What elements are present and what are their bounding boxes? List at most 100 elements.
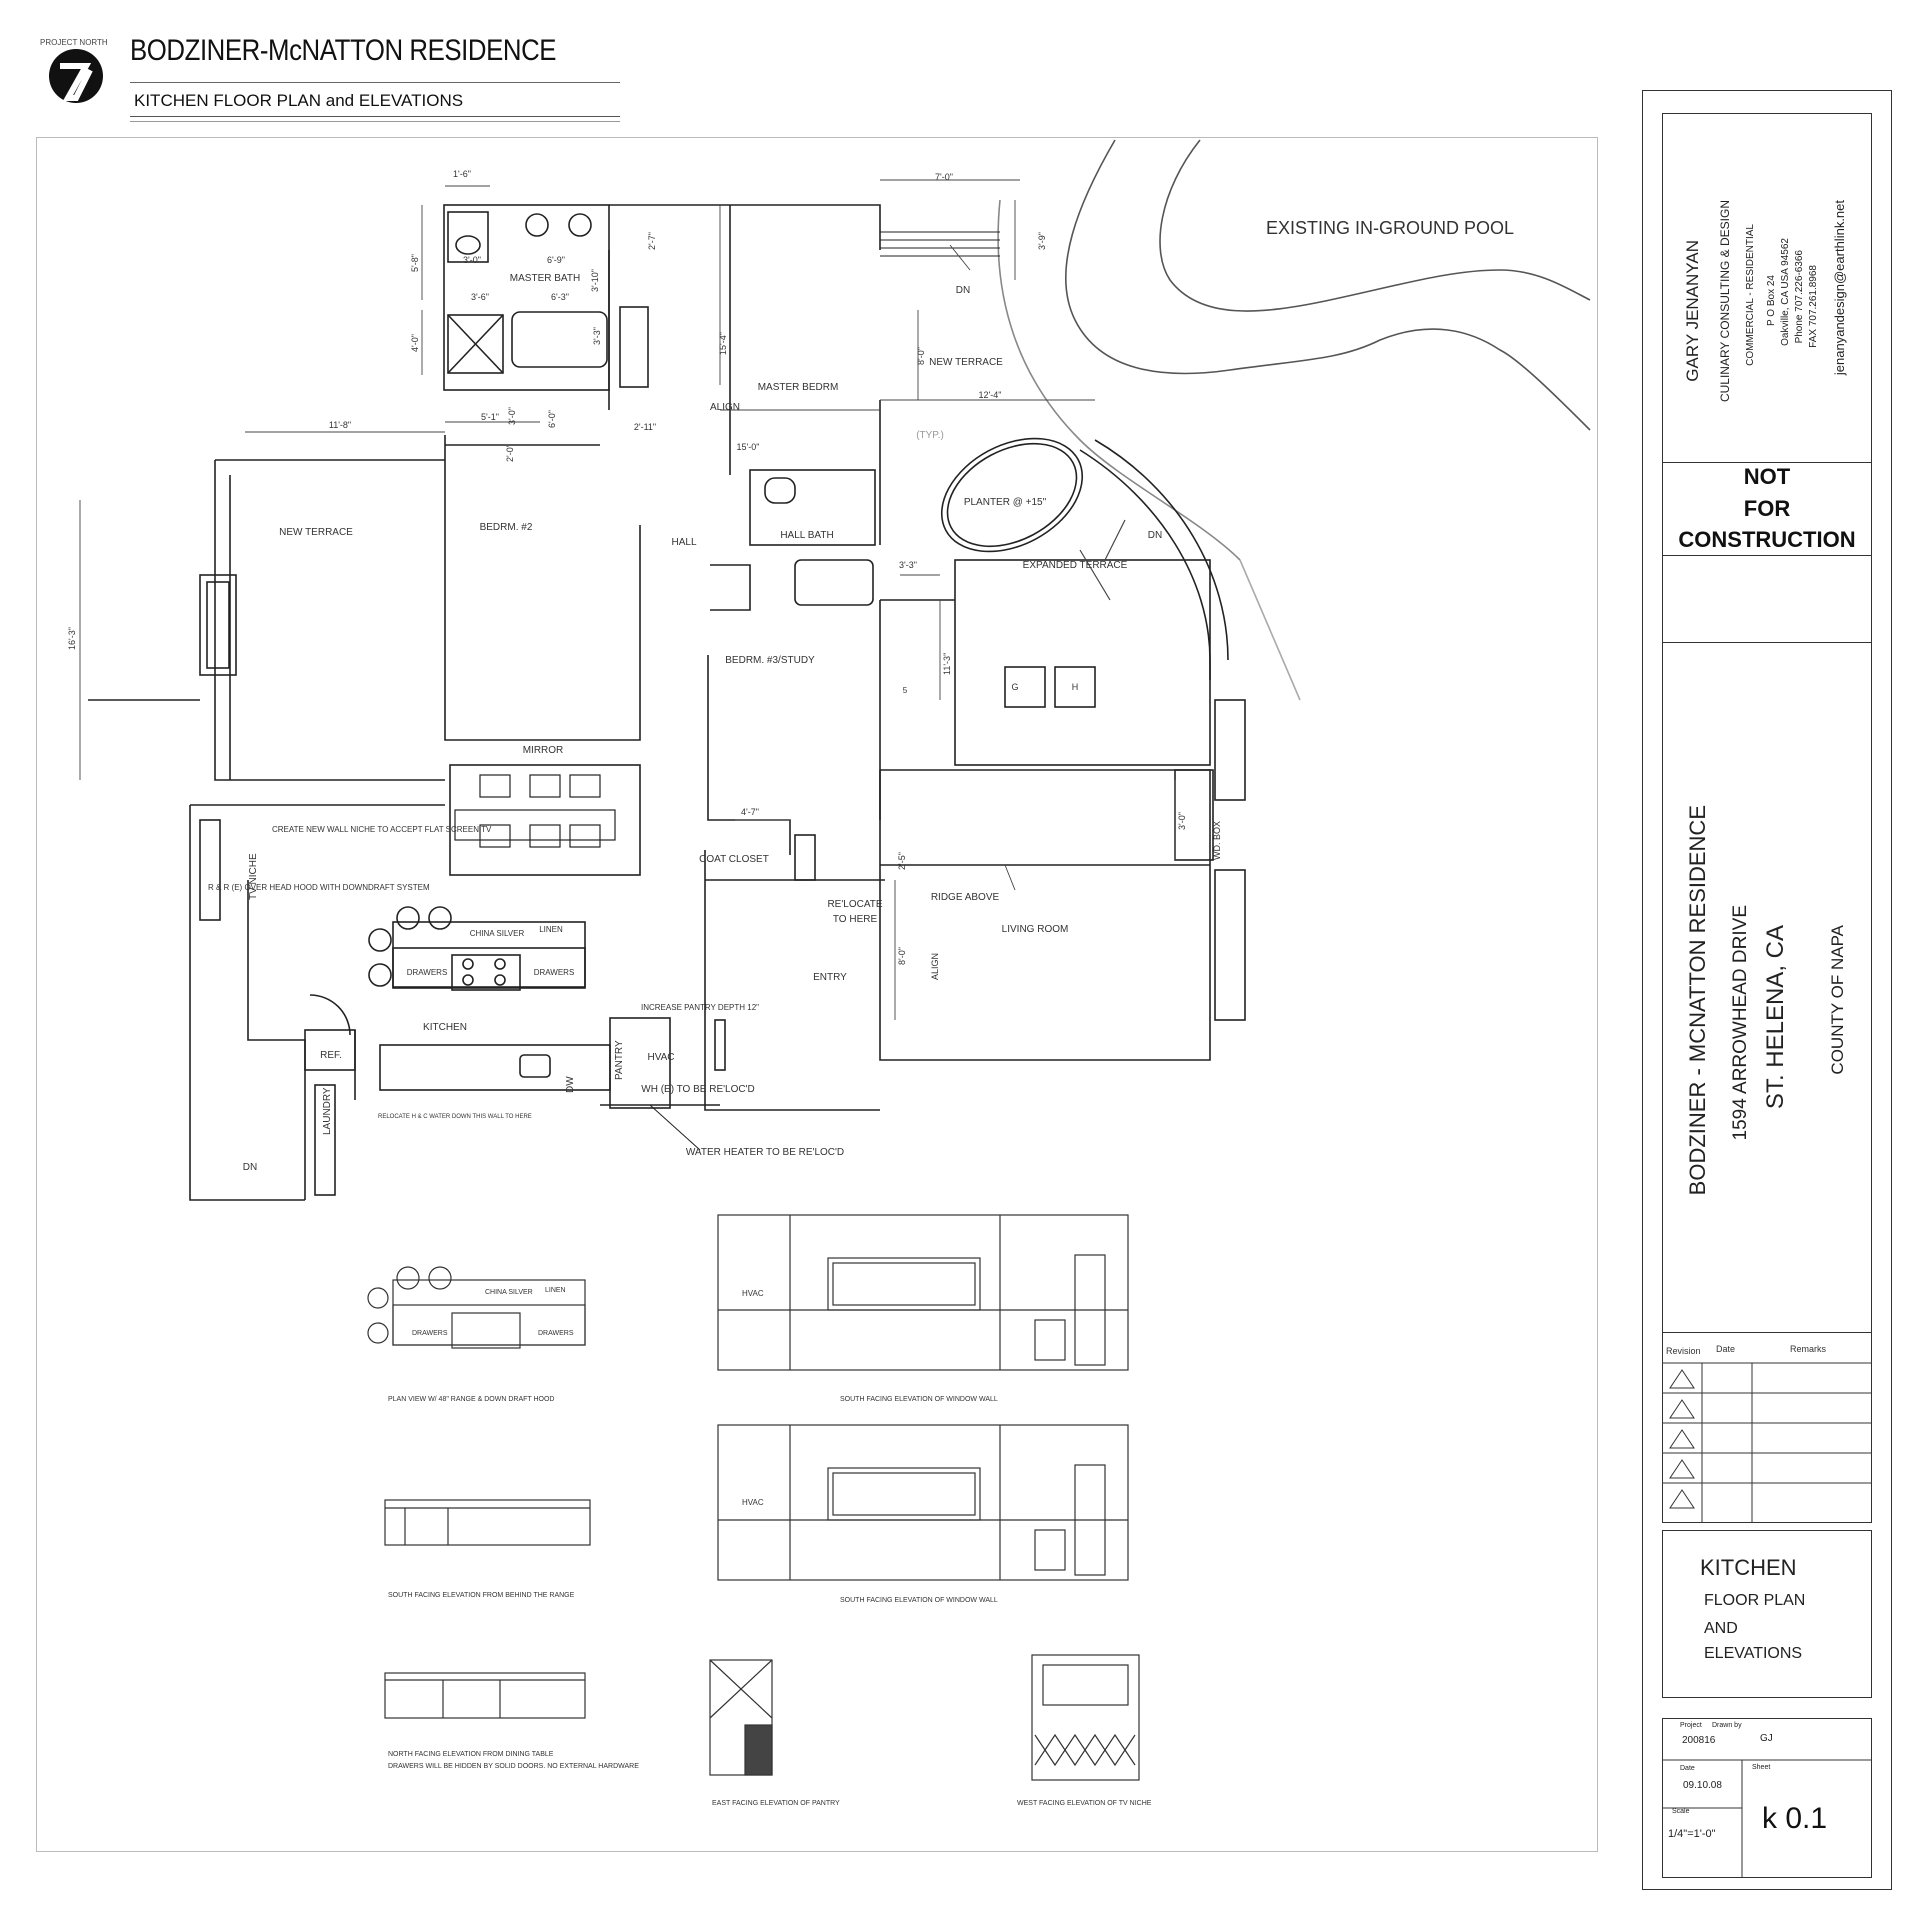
info-panel [1662,1718,1872,1878]
date-label: Date [1680,1765,1695,1772]
scale-value: 1/4"=1'-0" [1668,1828,1716,1840]
g-symbol: G [1011,682,1018,692]
tv-niche-label: TV NICHE [248,853,259,900]
nfc-line-1: NOT [1743,464,1791,489]
dim-26: 3'-0" [1177,812,1187,830]
relocate-water-note: RELOCATE H & C WATER DOWN THIS WALL TO H… [378,1114,532,1120]
nfc-divider [1662,555,1872,556]
mirror-label: MIRROR [523,745,564,756]
dim-19: 6'-0" [547,410,557,428]
hvac-elev-2: HVAC [742,1498,764,1507]
hvac-label: HVAC [647,1052,674,1063]
dn-label-1: DN [956,285,970,296]
floor-plan: EXISTING IN-GROUND POOL MASTER BATH MAST… [67,139,1591,1807]
to-here-label: TO HERE [833,914,878,925]
designer-type: COMMERCIAL - RESIDENTIAL [1745,224,1756,366]
nfc-line-3: CONSTRUCTION [1678,527,1856,552]
info-grid [1662,1759,1872,1878]
designer-po: P O Box 24 [1766,275,1777,326]
dim-7: 3'-6" [471,292,489,302]
dim-9: 4'-0" [410,334,420,352]
coat-closet-label: COAT CLOSET [699,854,769,865]
dim-12: 7'-0" [935,172,953,182]
dim-2: 3'-0" [463,255,481,265]
drawing-frame [36,137,1598,1852]
dim-10: 3'-3" [592,327,602,345]
wh-reloc-note: WH (E) TO BE RE'LOC'D [641,1084,754,1095]
dim-1: 1'-6" [453,169,471,179]
subtitle-rule-2 [130,121,620,122]
nfc-panel [1662,463,1872,643]
project-no-label: Project [1680,1722,1702,1729]
dim-21: 15'-0" [737,442,760,452]
new-terrace-label: NEW TERRACE [929,357,1003,368]
designer-email: jenanyandesign@earthlink.net [1832,200,1847,376]
designer-phone: Phone 707.226-6366 [1794,250,1805,344]
entry-label: ENTRY [813,972,847,983]
hvac-elev-1: HVAC [742,1289,764,1298]
h-symbol: H [1072,682,1079,692]
designer-sub: CULINARY CONSULTING & DESIGN [1718,200,1732,403]
north-label: PROJECT NORTH [40,38,108,47]
master-bath-label: MASTER BATH [510,273,580,284]
remarks-header: Remarks [1790,1344,1827,1354]
nfc-line-2: FOR [1743,496,1791,521]
project-no: 200816 [1682,1735,1716,1746]
hood-note: R & R (E) OVER HEAD HOOD WITH DOWNDRAFT … [208,883,430,892]
dim-20: 2'-11" [634,422,656,432]
ridge-above-label: RIDGE ABOVE [931,892,1000,903]
new-terrace-left-label: NEW TERRACE [279,527,353,538]
title-rule [130,82,620,83]
drawn-by: GJ [1760,1733,1773,1744]
north-arrow-icon [49,49,103,103]
planter-label: PLANTER @ +15" [964,497,1047,508]
china-silver-label: CHINA SILVER [470,929,525,938]
designer-city: Oakville, CA USA 94562 [1780,238,1791,346]
dim-29: 8'-0" [897,947,907,965]
sheet-title: KITCHEN [1700,1555,1797,1580]
dim-28: 2'-5" [897,852,907,870]
hall-bath-label: HALL BATH [780,530,833,541]
drawing-subtitle: KITCHEN FLOOR PLAN and ELEVATIONS [134,91,464,110]
dim-17: 5'-1" [481,412,499,422]
north-dining-note: DRAWERS WILL BE HIDDEN BY SOLID DOORS. N… [388,1763,639,1770]
dim-4: 5'-8" [410,254,420,272]
water-heater-note: WATER HEATER TO BE RE'LOC'D [686,1147,844,1158]
bedrm3-label: BEDRM. #3/STUDY [725,655,815,666]
project-city: ST. HELENA, CA [1762,925,1789,1110]
plan-view-caption: PLAN VIEW W/ 48" RANGE & DOWN DRAFT HOOD [388,1396,555,1403]
dim-18: 3'-0" [507,407,517,425]
bedrm2-label: BEDRM. #2 [480,522,533,533]
dim-15: 12'-4" [979,390,1002,400]
drawers-left-label: DRAWERS [407,968,448,977]
kitchen-label: KITCHEN [423,1022,467,1033]
sheet-sub-3: ELEVATIONS [1704,1645,1803,1662]
south-window-caption-2: SOUTH FACING ELEVATION OF WINDOW WALL [840,1597,998,1604]
dim-16: 11'-8" [329,420,351,430]
north-dining-caption: NORTH FACING ELEVATION FROM DINING TABLE [388,1751,554,1758]
pool-label: EXISTING IN-GROUND POOL [1266,218,1514,238]
elev-drawers-left: DRAWERS [412,1330,448,1337]
wd-box-label: WD. BOX [1212,821,1222,860]
sheet-number: k 0.1 [1762,1802,1828,1835]
dw-label: DW [565,1076,576,1093]
dim-27: 4'-7" [741,807,759,817]
sheet-title-panel [1662,1530,1872,1698]
dim-23: 16'-3" [67,627,77,650]
dim-24: 3'-3" [899,560,917,570]
project-county: COUNTY OF NAPA [1828,925,1847,1075]
south-range-caption: SOUTH FACING ELEVATION FROM BEHIND THE R… [388,1592,575,1599]
dim-6: 2'-7" [647,232,657,250]
dn-label-2: DN [1148,530,1162,541]
drawn-by-label: Drawn by [1712,1722,1742,1729]
east-pantry-caption: EAST FACING ELEVATION OF PANTRY [712,1800,840,1807]
project-panel [1662,643,1872,1333]
five-symbol: 5 [903,686,908,695]
laundry-label: LAUNDRY [322,1087,333,1135]
south-window-caption-1: SOUTH FACING ELEVATION OF WINDOW WALL [840,1396,998,1403]
scale-label: Scale [1672,1808,1690,1815]
revisions-table [1662,1333,1872,1523]
dim-8: 6'-3" [551,292,569,302]
dn-label-3: DN [243,1162,257,1173]
align-label-2: ALIGN [930,953,940,980]
